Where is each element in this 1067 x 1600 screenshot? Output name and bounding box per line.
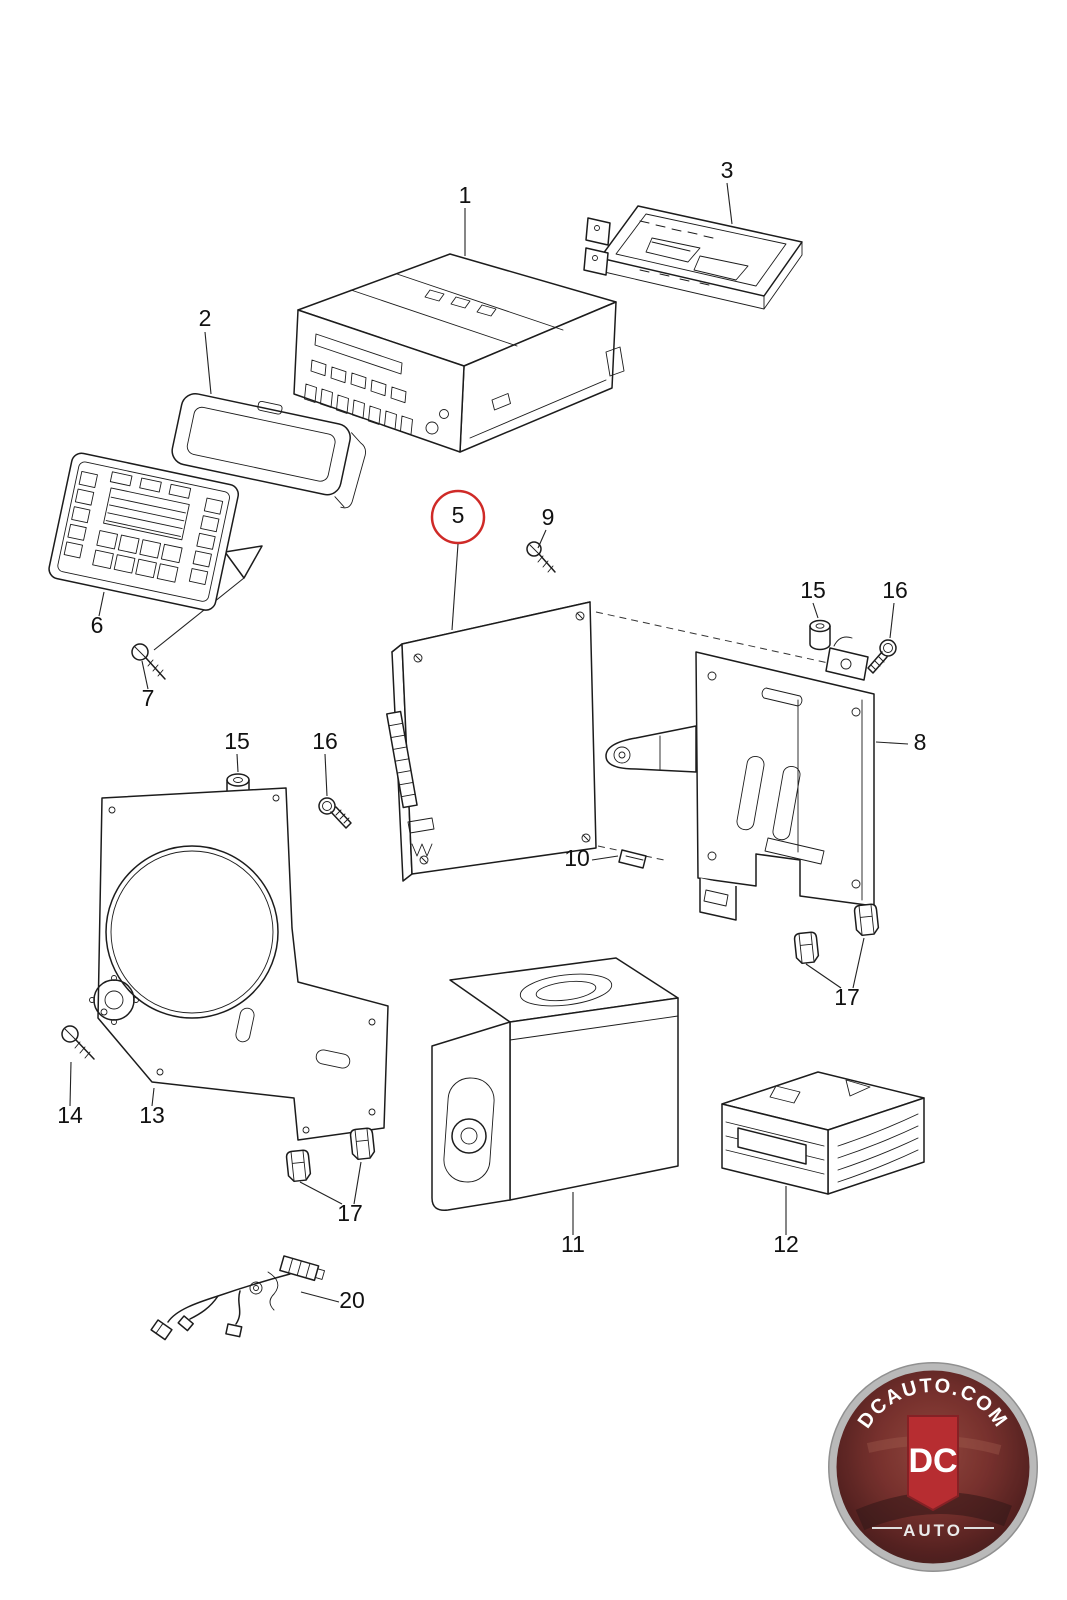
callout-10-label: 10 — [564, 845, 590, 871]
callout-14: 14 — [57, 1061, 83, 1128]
callout-2: 2 — [199, 305, 212, 395]
callout-16-right-label: 16 — [882, 577, 908, 603]
part-7-screw — [131, 643, 166, 680]
callout-7: 7 — [141, 660, 155, 711]
callout-16-left: 16 — [312, 728, 338, 797]
callout-3-label: 3 — [721, 157, 734, 183]
watermark-outer-ring — [828, 1362, 1038, 1572]
part-13-speaker-bracket — [89, 787, 389, 1141]
callout-15-right-label: 15 — [800, 577, 826, 603]
callout-11: 11 — [561, 1192, 585, 1257]
callout-14-label: 14 — [57, 1102, 83, 1128]
callout-10: 10 — [564, 845, 619, 871]
callout-5-label: 5 — [452, 502, 465, 528]
part-3-mounting-cage — [583, 205, 803, 310]
callout-20: 20 — [300, 1287, 365, 1313]
callouts-layer: 1 2 3 5 6 7 8 9 — [57, 157, 926, 1313]
callout-11-label: 11 — [561, 1231, 585, 1257]
watermark-brand-text: DC — [908, 1442, 957, 1480]
part-5-amplifier — [386, 601, 843, 882]
callout-13-label: 13 — [139, 1102, 165, 1128]
callout-6: 6 — [91, 591, 105, 638]
callout-1-label: 1 — [459, 182, 472, 208]
callout-17-left: 17 — [299, 1161, 363, 1226]
callout-16-right: 16 — [882, 577, 908, 639]
part-12-cd-cartridge — [721, 1071, 925, 1195]
callout-1: 1 — [459, 182, 472, 256]
callout-15-left-label: 15 — [224, 728, 250, 754]
callout-17-left-label: 17 — [337, 1200, 363, 1226]
callout-15-right: 15 — [800, 577, 826, 619]
callout-3: 3 — [721, 157, 734, 225]
watermark-ribbon — [907, 1415, 959, 1512]
part-9-screw — [526, 541, 556, 573]
part-5-highlight-circle — [430, 489, 486, 545]
callout-5: 5 — [430, 489, 486, 631]
part-17-clips-right — [793, 902, 880, 965]
watermark-name-text: AUTO — [903, 1521, 963, 1540]
callout-12-label: 12 — [773, 1231, 799, 1257]
part-8-mounting-bracket — [605, 636, 875, 921]
part-14-screw — [61, 1025, 95, 1060]
callout-6-label: 6 — [91, 612, 104, 638]
amplifier-connector — [386, 710, 418, 809]
part-10-clip — [618, 849, 647, 869]
callout-8: 8 — [875, 729, 927, 755]
watermark-dcauto-logo: DCAUTO.COM DC AUTO — [828, 1362, 1038, 1572]
callout-8-label: 8 — [914, 729, 927, 755]
part-2-faceplate — [171, 392, 366, 509]
callout-20-label: 20 — [339, 1287, 365, 1313]
callout-7-label: 7 — [142, 685, 155, 711]
callout-16-left-label: 16 — [312, 728, 338, 754]
part-16-bolt-right — [867, 639, 897, 674]
part-11-cd-magazine — [431, 957, 679, 1211]
part-20-wiring-harness — [150, 1255, 325, 1341]
callout-9: 9 — [537, 504, 555, 549]
callout-9-label: 9 — [542, 504, 555, 530]
callout-15-left: 15 — [224, 728, 250, 773]
part-16-bolt-left — [318, 797, 352, 829]
part-15-spacer-left — [226, 773, 250, 805]
callout-2-label: 2 — [199, 305, 212, 331]
part-15-spacer-right — [809, 619, 831, 651]
part-1-radio-unit — [293, 253, 625, 453]
callout-17-right: 17 — [805, 937, 865, 1010]
callout-12: 12 — [773, 1186, 799, 1257]
callout-17-right-label: 17 — [834, 984, 860, 1010]
callout-13: 13 — [139, 1087, 165, 1128]
part-6-control-unit — [48, 452, 263, 651]
